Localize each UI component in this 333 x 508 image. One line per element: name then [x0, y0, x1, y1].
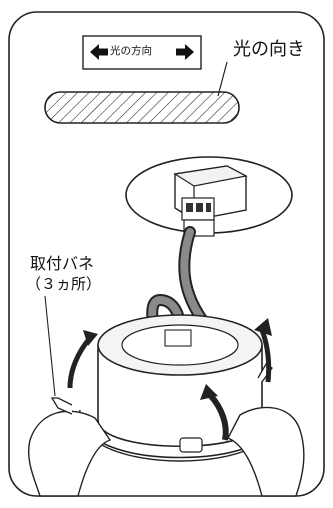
- left-hand: [28, 410, 112, 497]
- rotate-arrow-right: [259, 329, 272, 383]
- rotate-arrow-right-head: [254, 318, 272, 336]
- insert-arrow-head: [200, 384, 218, 400]
- mounting-spring-count: （３ヵ所）: [26, 275, 102, 293]
- rotate-arrow-left-head: [83, 330, 98, 346]
- right-hand: [227, 406, 305, 497]
- direction-box-label: 光の方向: [110, 45, 152, 57]
- cable-connector: [179, 437, 203, 453]
- spring-label-leader: [44, 295, 56, 397]
- terminal-box: [173, 165, 248, 237]
- light-direction-label: 光の向き: [233, 39, 305, 60]
- left-arrow-icon: [90, 44, 108, 60]
- frame-border: [8, 11, 325, 497]
- rotate-arrow-left: [67, 336, 92, 389]
- mounting-spring-label: 取付バネ: [30, 254, 95, 273]
- light-label-leader: [217, 61, 228, 97]
- insert-arrow: [207, 392, 229, 441]
- right-arrow-icon: [176, 44, 194, 60]
- light-direction-bar: [44, 91, 240, 124]
- mounting-spring-left: [50, 397, 73, 415]
